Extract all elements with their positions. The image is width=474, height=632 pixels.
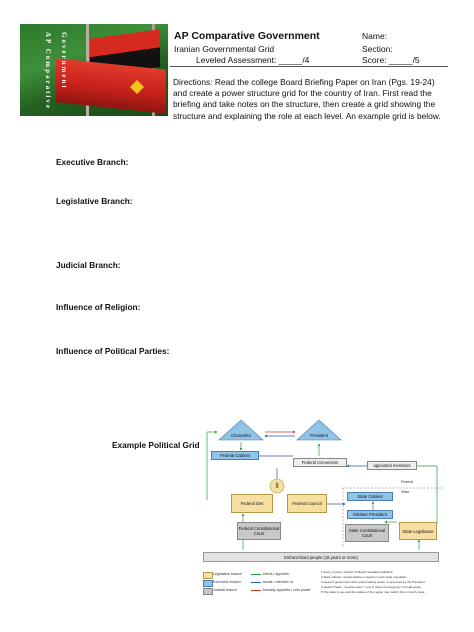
diagram-connectors (206, 419, 443, 550)
header-flags-image: AP Comparative Government (20, 24, 168, 116)
influence-of-religion-label: Influence of Religion: (56, 302, 141, 312)
header-divider (170, 66, 448, 67)
constitution-symbol: § (275, 482, 279, 489)
footnote: 5 The state to use and the statute of th… (321, 590, 425, 594)
footnote: 2 State cabinet, representative in board… (321, 575, 407, 579)
legend-swatch-executive (203, 580, 213, 587)
example-grid-label: Example Political Grid (112, 440, 200, 450)
judicial-branch-label: Judicial Branch: (56, 260, 121, 270)
influence-of-political-parties-label: Influence of Political Parties: (56, 346, 170, 356)
legend-swatch-judicial (203, 588, 213, 595)
legend-arrow-blue (251, 582, 261, 583)
state-cabinet-box: State Cabinet (347, 492, 393, 501)
banner-text: AP Comparative (44, 32, 52, 110)
name-field-label: Name: (362, 31, 388, 41)
enfranchised-people-box: Enfranchised people (18 years or more) (203, 552, 439, 562)
example-political-grid-diagram: Chancellor President Federal Cabinet Fed… (197, 414, 443, 608)
state-label: State (401, 490, 410, 494)
president-label: President (310, 432, 328, 438)
federal-convention-box: Federal Convention (293, 458, 347, 467)
section-field-label: Section: (362, 44, 393, 54)
legend-swatch-legislative (203, 572, 213, 579)
chancellor-triangle (218, 419, 264, 441)
directions-paragraph: Directions: Read the college Board Brief… (173, 77, 441, 121)
constitution-circle (269, 478, 285, 494)
legend-judicial-label: Judicial branch (213, 588, 237, 592)
federal-council-box: Federal Council (287, 494, 327, 513)
federal-cabinet-box: Federal Cabinet (211, 451, 259, 460)
federal-diet-box: Federal Diet (231, 494, 273, 513)
state-legislature-box: State Legislature (399, 522, 437, 540)
federal-constitutional-court-box: Federal Constitutional Court (237, 522, 281, 540)
legend-sends-label: sends / member of (263, 580, 293, 584)
federal-label: Federal (401, 480, 414, 484)
legend-elects-label: elects / appoints (263, 572, 289, 576)
legend-executive-label: Executive branch (213, 580, 241, 584)
score-field-label: Score: _____/5 (362, 55, 420, 65)
footnote: 1 Every 4 years, election of Board manda… (321, 570, 394, 574)
footnote: 3 Head of government with policy-making … (321, 580, 425, 584)
legend-appoints-label: formally appoints / veto power (263, 588, 311, 592)
legend-legislative-label: Legislative branch (213, 572, 242, 576)
page-subtitle: Iranian Governmental Grid (174, 44, 275, 54)
legislative-branch-label: Legislative Branch: (56, 196, 133, 206)
state-constitutional-court-box: State Constitutional Court (345, 524, 389, 542)
legend-arrow-green (251, 574, 261, 575)
footnote: 4 Head of State, "neutral power", only i… (321, 585, 422, 589)
chancellor-label: Chancellor (230, 432, 252, 438)
page-title: AP Comparative Government (174, 30, 320, 42)
leveled-assessment-field: Leveled Assessment: _____/4 (196, 55, 310, 65)
minister-president-box: Minister President (347, 510, 393, 519)
appointed-members-box: appointed members (367, 461, 417, 470)
executive-branch-label: Executive Branch: (56, 157, 129, 167)
banner-text: Government (60, 32, 68, 90)
legend-arrow-red (251, 590, 261, 591)
president-triangle (296, 419, 342, 441)
